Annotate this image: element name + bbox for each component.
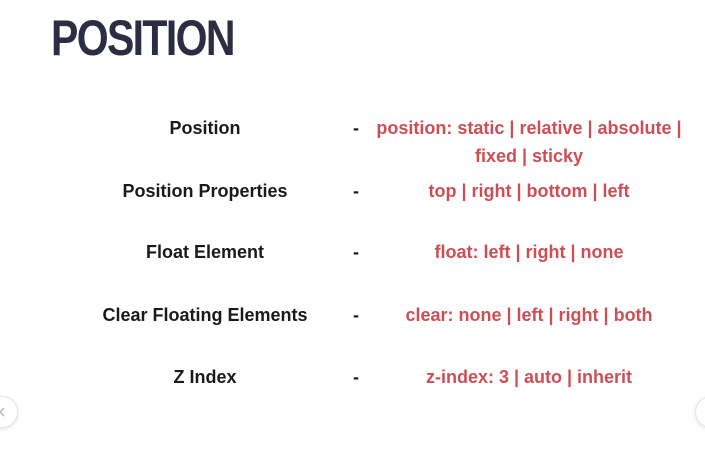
slide-title: POSITION bbox=[51, 10, 235, 66]
row-dash: - bbox=[353, 181, 359, 201]
row-label: Position Properties bbox=[122, 181, 288, 201]
row-value: clear: none | left | right | both bbox=[405, 305, 653, 325]
row-dash: - bbox=[353, 305, 359, 325]
row-label: Position bbox=[169, 118, 241, 138]
row-label: Float Element bbox=[145, 242, 265, 262]
row-dash: - bbox=[353, 367, 359, 387]
row-value: float: left | right | none bbox=[434, 242, 624, 262]
row-label: Clear Floating Elements bbox=[102, 305, 308, 325]
row-dash: - bbox=[353, 118, 359, 138]
row-dash: - bbox=[353, 242, 359, 262]
row-value: position: static | relative | absolute |… bbox=[376, 118, 682, 166]
previous-slide-button[interactable] bbox=[0, 396, 18, 428]
chevron-left-icon bbox=[0, 407, 5, 417]
row-value: top | right | bottom | left bbox=[428, 181, 630, 201]
next-slide-button[interactable] bbox=[695, 396, 705, 428]
row-label: Z Index bbox=[173, 367, 237, 387]
row-value: z-index: 3 | auto | inherit bbox=[425, 367, 633, 387]
